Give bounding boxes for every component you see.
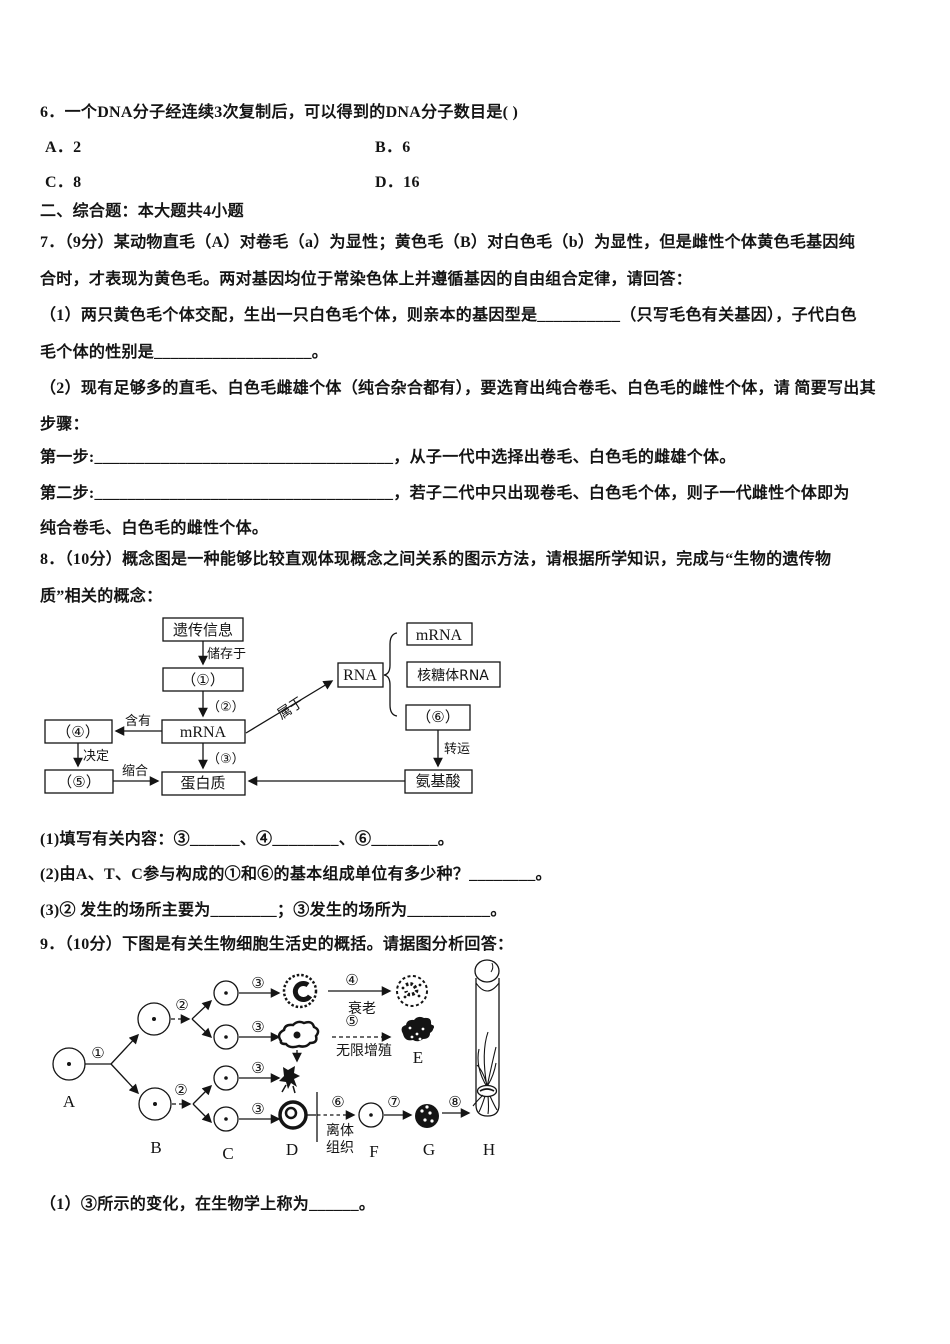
step-6: ⑥ (331, 1093, 344, 1111)
cell-a (52, 1047, 86, 1081)
step-7: ⑦ (387, 1093, 400, 1111)
label-mrna2: mRNA (416, 627, 463, 644)
step-2b: ② (174, 1081, 187, 1099)
box-rrna (406, 661, 501, 688)
label-h: H (483, 1140, 495, 1159)
box-blank5 (44, 769, 114, 794)
cell-d4-walled (278, 1100, 308, 1130)
label-b: B (150, 1138, 161, 1157)
step-5: ⑤ (345, 1012, 358, 1030)
cell-b1 (137, 1002, 171, 1036)
label-isolated-2: 组织 (326, 1140, 354, 1156)
cells-c (213, 980, 239, 1132)
q8-concept-map: 遗传信息 （①） mRNA （④） （⑤） 蛋白质 RNA mRNA 核糖体RN… (44, 617, 501, 796)
arrow-b1-c1 (191, 999, 213, 1020)
arrow-belongs-to (245, 680, 334, 734)
label-stored-in: 储存于 (207, 647, 246, 662)
cell-aged (396, 975, 428, 1007)
step-4: ④ (345, 971, 358, 989)
q8-sub-2: (2)由A、T、C参与构成的①和⑥的基本组成单位有多少种？________。 (40, 866, 552, 883)
q6-option-c: C．8 (45, 174, 82, 191)
cell-d2-amoeboid (277, 1020, 320, 1049)
q7-sub1-line-1: （1）两只黄色毛个体交配，生出一只白色毛个体，则亲本的基因型是_________… (40, 307, 857, 324)
q7-sub2-line-1: （2）现有足够多的直毛、白色毛雌雄个体（纯合杂合都有），要选育出纯合卷毛、白色毛… (40, 380, 876, 397)
label-condense: 缩合 (122, 763, 148, 779)
q6-option-b: B．6 (375, 139, 411, 156)
step-3d: ③ (251, 1100, 264, 1118)
label-a: A (63, 1092, 76, 1111)
label-blank5: （⑤） (57, 773, 100, 791)
label-mrna: mRNA (180, 724, 227, 741)
q9-sub-1: （1）③所示的变化，在生物学上称为______。 (40, 1196, 376, 1213)
box-blank6 (405, 704, 471, 731)
arrow-b1-c2 (191, 1018, 213, 1039)
label-rna: RNA (343, 667, 377, 684)
brace-icon (383, 632, 398, 717)
label-blank1: （①） (181, 671, 224, 689)
cell-d1-differentiated (282, 973, 318, 1009)
q7-sub1-line-2: 毛个体的性别是___________________。 (40, 344, 329, 361)
q7-line-2: 合时，才表现为黄色毛。两对基因均位于常染色体上并遵循基因的自由组合定律，请回答： (40, 271, 693, 288)
box-blank4 (44, 719, 113, 744)
q8-line-1: 8．（10分）概念图是一种能够比较直观体现概念之间关系的图示方法，请根据所学知识… (40, 551, 832, 568)
box-amino-acid (404, 769, 473, 794)
step-3c: ③ (251, 1059, 264, 1077)
step-3b: ③ (251, 1018, 264, 1036)
q9-stem: 9．（10分）下图是有关生物细胞生活史的概括。请据图分析回答： (40, 936, 514, 953)
cell-d3-nerve (279, 1066, 300, 1094)
label-transfer: 转运 (444, 742, 470, 757)
arrow-b2-c4 (192, 1103, 213, 1124)
cell-e-cancer (401, 1016, 434, 1042)
q8-line-2: 质”相关的概念： (40, 588, 163, 605)
step-8: ⑧ (448, 1093, 461, 1111)
q6-option-a: A．2 (45, 139, 82, 156)
box-rna (337, 662, 384, 688)
q7-step-2: 第二步:____________________________________… (40, 485, 850, 502)
cell-g-callus (415, 1104, 439, 1128)
arrow-b2-c3 (192, 1084, 213, 1105)
cell-f (358, 1102, 384, 1128)
label-blank6: （⑥） (416, 708, 459, 726)
label-blank4: （④） (56, 723, 99, 741)
label-step2: （②） (207, 700, 245, 715)
box-mrna2 (406, 622, 473, 646)
label-unlimited: 无限增殖 (336, 1042, 392, 1059)
step-2a: ② (175, 996, 188, 1014)
label-f: F (369, 1142, 378, 1161)
label-amino-acid: 氨基酸 (415, 772, 460, 790)
label-determine: 决定 (83, 749, 109, 764)
label-contains: 含有 (125, 713, 151, 729)
label-step3: （③） (207, 752, 245, 767)
step-1: ① (91, 1044, 104, 1062)
q8-sub-1: (1)填写有关内容：③______、④________、⑥________。 (40, 831, 455, 848)
label-genetic-info: 遗传信息 (173, 621, 233, 639)
label-aging: 衰老 (348, 1000, 376, 1017)
q6-option-d: D．16 (375, 174, 420, 191)
q8-sub-3: (3)② 发生的场所主要为________；③发生的场所为__________。 (40, 902, 507, 919)
section-heading: 二、综合题：本大题共4小题 (40, 203, 244, 220)
label-e: E (413, 1048, 423, 1067)
box-protein (161, 771, 246, 796)
arrow-a-b1 (110, 1033, 139, 1065)
test-tube-plantlet (472, 959, 500, 1117)
label-rrna: 核糖体RNA (417, 668, 489, 684)
q7-line-1: 7．（9分）某动物直毛（A）对卷毛（a）为显性；黄色毛（B）对白色毛（b）为显性… (40, 234, 856, 251)
q7-step-2-cont: 纯合卷毛、白色毛的雌性个体。 (40, 520, 269, 537)
q7-sub2-line-2: 步骤： (40, 416, 89, 433)
box-genetic-info (162, 617, 244, 642)
label-protein: 蛋白质 (180, 774, 225, 792)
label-isolated-1: 离体 (326, 1122, 354, 1139)
box-mrna (161, 719, 246, 744)
q7-step-1: 第一步:____________________________________… (40, 449, 736, 466)
label-g: G (423, 1140, 435, 1159)
label-c: C (222, 1144, 233, 1163)
step-3a: ③ (251, 974, 264, 992)
cell-b2 (138, 1087, 172, 1121)
q6-stem: 6．一个DNA分子经连续3次复制后，可以得到的DNA分子数目是( ) (40, 104, 519, 121)
label-d: D (286, 1140, 298, 1159)
arrow-a-b2 (110, 1063, 139, 1095)
q9-cell-diagram: ① ② ② ③ ③ ③ ③ ④ ⑤ ⑥ ⑦ ⑧ 衰老 无限增殖 离体 组织 A … (52, 959, 500, 1163)
box-blank1 (162, 667, 244, 692)
